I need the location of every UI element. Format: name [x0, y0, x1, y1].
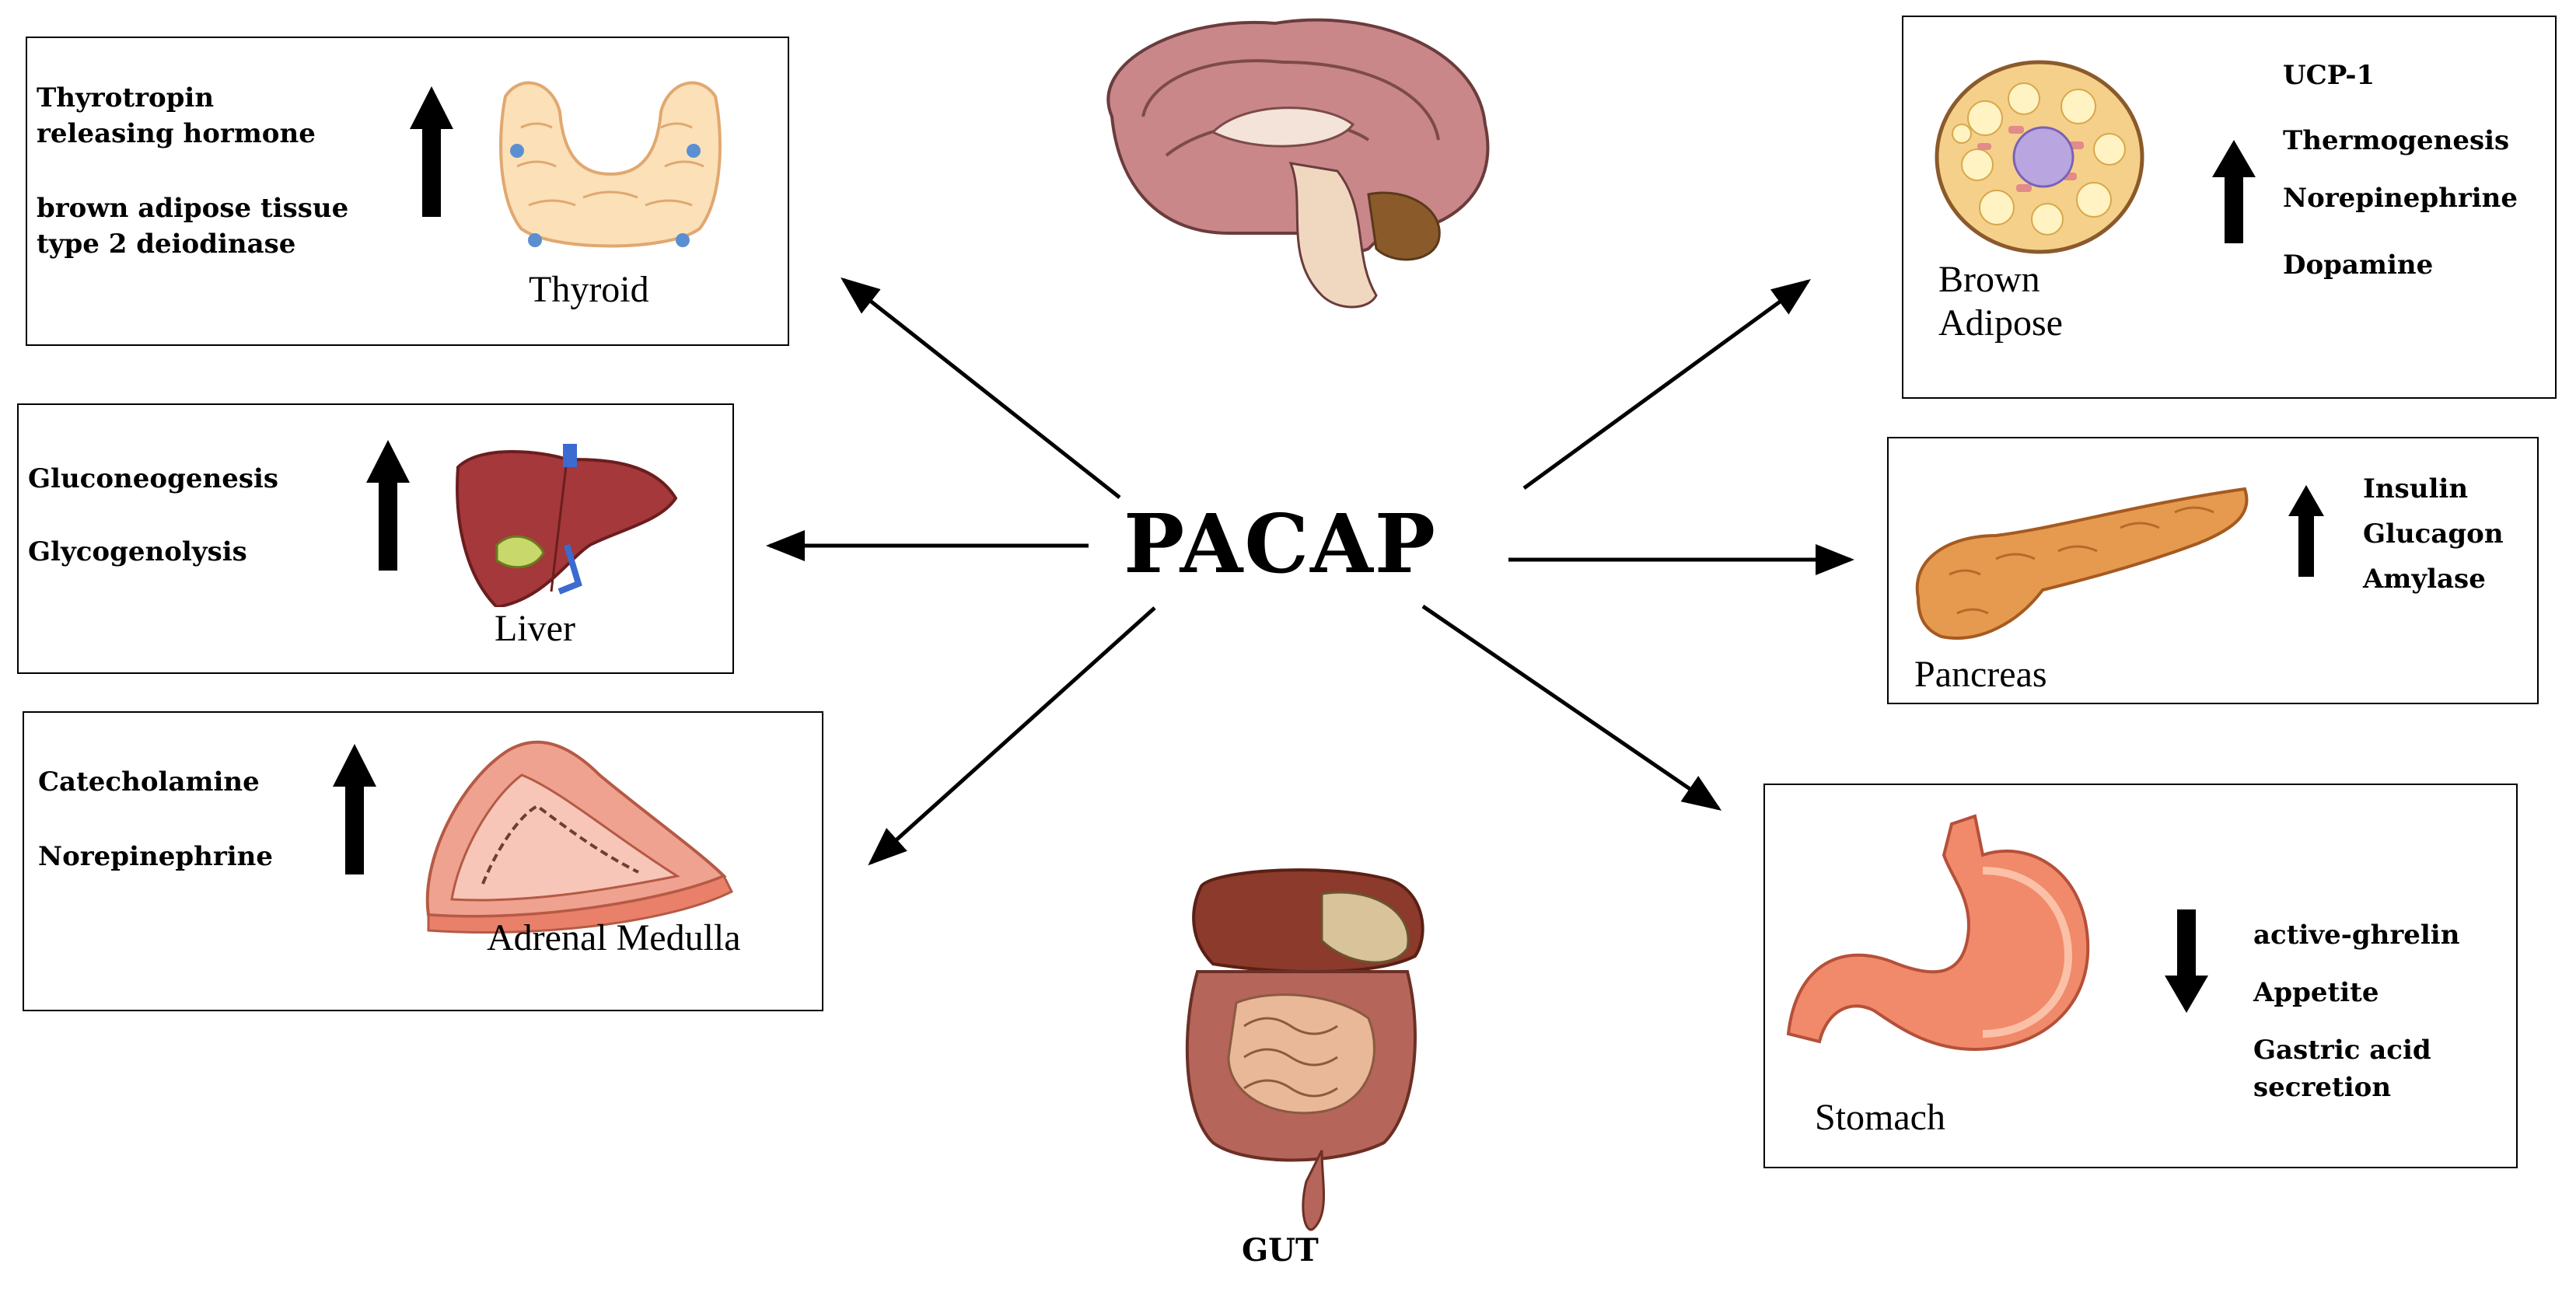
brown-adipose-effect-1: UCP-1	[2283, 60, 2375, 91]
up-arrow-icon	[410, 86, 453, 217]
brown-adipose-box: UCP-1 Thermogenesis Norepinephrine Dopam…	[1902, 16, 2557, 399]
stomach-effect-3: Gastric acid	[2253, 1035, 2431, 1066]
adrenal-medulla-icon	[425, 740, 734, 934]
adrenal-label: Adrenal Medulla	[487, 917, 741, 958]
pancreas-effect-3: Amylase	[2363, 564, 2486, 595]
liver-effect-1: Gluconeogenesis	[28, 463, 279, 494]
brown-adipose-icon	[1935, 60, 2144, 254]
arrow-to-thyroid	[841, 277, 1121, 499]
down-arrow-icon	[2165, 909, 2208, 1013]
gut-label: GUT	[1242, 1232, 1319, 1269]
brown-adipose-label-2: Adipose	[1938, 302, 2063, 344]
stomach-label: Stomach	[1815, 1097, 1945, 1138]
brown-adipose-effect-2: Thermogenesis	[2283, 125, 2510, 156]
thyroid-label: Thyroid	[529, 269, 649, 310]
stomach-icon	[1786, 814, 2090, 1052]
brown-adipose-effect-4: Dopamine	[2283, 250, 2434, 281]
up-arrow-icon	[366, 440, 410, 571]
thyroid-effect-1: Thyrotropin	[37, 82, 215, 113]
arrow-to-adrenal	[868, 606, 1156, 866]
pacap-title: PACAP	[1124, 496, 1437, 592]
thyroid-effect-2: releasing hormone	[37, 118, 316, 149]
arrow-to-brown-adipose	[1522, 279, 1812, 490]
pancreas-icon	[1915, 487, 2249, 640]
pancreas-box: Insulin Glucagon Amylase Pancreas	[1887, 437, 2539, 704]
adrenal-effect-1: Catecholamine	[38, 766, 260, 798]
brown-adipose-label-1: Brown	[1938, 259, 2040, 300]
arrow-to-stomach	[1421, 604, 1722, 811]
adrenal-box: Catecholamine Norepinephrine Adrenal Med…	[23, 711, 823, 1011]
brown-adipose-effect-3: Norepinephrine	[2283, 183, 2518, 214]
liver-box: Gluconeogenesis Glycogenolysis Liver	[17, 403, 734, 674]
pancreas-label: Pancreas	[1914, 654, 2047, 695]
thyroid-box: Thyrotropin releasing hormone brown adip…	[26, 37, 789, 346]
stomach-effect-4: secretion	[2253, 1072, 2392, 1103]
stomach-effect-2: Appetite	[2253, 977, 2379, 1008]
stomach-box: active-ghrelin Appetite Gastric acid sec…	[1763, 784, 2518, 1168]
pancreas-effect-1: Insulin	[2363, 473, 2469, 504]
liver-label: Liver	[495, 608, 575, 649]
up-arrow-icon	[2212, 140, 2256, 243]
thyroid-effect-4: type 2 deiodinase	[37, 229, 296, 260]
stomach-effect-1: active-ghrelin	[2253, 920, 2460, 951]
pancreas-effect-2: Glucagon	[2363, 518, 2504, 550]
up-arrow-icon	[2288, 485, 2324, 577]
thyroid-icon	[499, 81, 722, 248]
adrenal-effect-2: Norepinephrine	[38, 841, 274, 872]
thyroid-effect-3: brown adipose tissue	[37, 193, 349, 224]
liver-icon	[456, 444, 678, 607]
up-arrow-icon	[333, 744, 376, 874]
liver-effect-2: Glycogenolysis	[28, 536, 247, 567]
